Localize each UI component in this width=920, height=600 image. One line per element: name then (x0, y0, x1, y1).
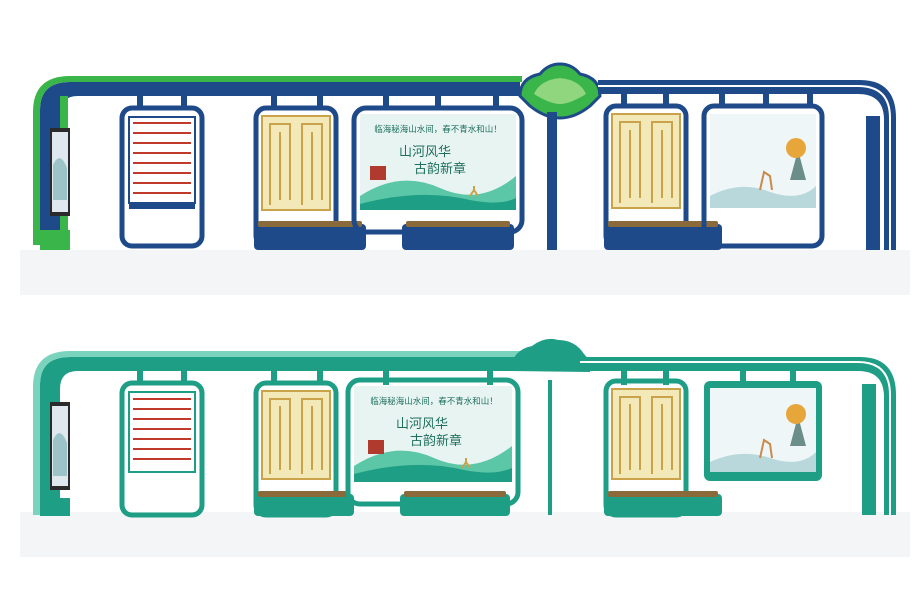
ad-slogan: 临海秘海山水间，春不青水和山！ (370, 396, 498, 407)
lattice-panel (253, 380, 339, 518)
bench (604, 494, 722, 516)
floor-shadow (20, 512, 910, 557)
bench-seat (258, 221, 362, 227)
ad-title-line2: 古韵新章 (414, 161, 466, 177)
crest-inner (534, 78, 586, 104)
hanging-rods (137, 94, 813, 110)
bench-seat (608, 491, 718, 497)
right-end-post (862, 384, 876, 515)
ad-title-line1: 山河风华 (396, 417, 448, 432)
deer-icon (759, 170, 773, 191)
cloud-crest-icon (510, 338, 591, 372)
deer-icon (461, 458, 471, 469)
bench (400, 494, 510, 516)
route-board (119, 380, 205, 518)
bench-seat (404, 491, 506, 497)
lattice-panel-right (603, 378, 689, 518)
ad-slogan: 临海秘海山水间，春不青水和山！ (374, 124, 502, 135)
left-end-base (40, 498, 70, 516)
route-board (119, 105, 205, 249)
mountain-landscape-icon (790, 150, 806, 180)
right-canopy-highlight (598, 85, 891, 250)
center-pole (548, 380, 552, 515)
route-lines (133, 122, 191, 194)
left-end-base (40, 230, 70, 250)
pavilion-icon (368, 440, 384, 454)
bench-seat (258, 491, 350, 497)
deer-icon (469, 186, 479, 197)
ad-title-line1: 山河风华 (399, 145, 451, 160)
bench-seat (406, 221, 510, 227)
bench (254, 494, 354, 516)
right-canopy-highlight (580, 361, 891, 515)
center-pillar (547, 112, 557, 250)
top-shelter: 临海秘海山水间，春不青水和山！ 山河风华 古韵新章 (20, 62, 910, 295)
ad-lightbox-right (701, 103, 825, 249)
bench (402, 224, 514, 250)
ad-title-line2: 古韵新章 (410, 433, 462, 449)
bench (604, 224, 722, 250)
ad-lightbox-main: 临海秘海山水间，春不青水和山！ 山河风华 古韵新章 (345, 377, 521, 507)
ad-lightbox-right (704, 381, 822, 481)
pavilion-icon (370, 166, 386, 180)
lattice-panel-right (603, 103, 689, 249)
bench-seat (608, 221, 718, 227)
floor-shadow (20, 250, 910, 295)
screen-art (53, 433, 67, 476)
screen-art (53, 158, 67, 200)
ad-lightbox-main: 临海秘海山水间，春不青水和山！ 山河风华 古韵新章 (351, 105, 525, 235)
right-end-post (866, 116, 880, 250)
deer-icon (759, 438, 773, 459)
mountain-landscape-icon (790, 416, 806, 446)
bottom-shelter: 临海秘海山水间，春不青水和山！ 山河风华 古韵新章 (20, 338, 910, 557)
bench (254, 224, 366, 250)
